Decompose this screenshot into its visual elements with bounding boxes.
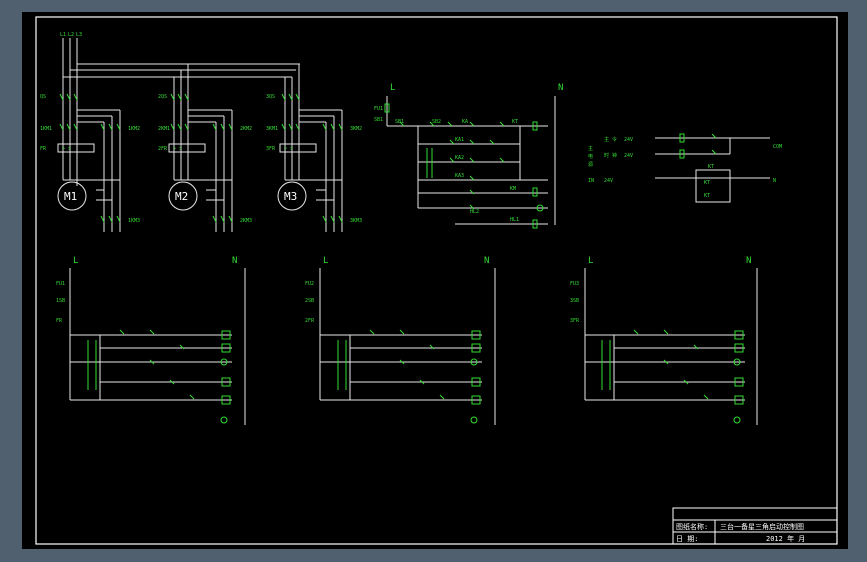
svg-text:COM: COM: [773, 144, 782, 150]
motor2-km2-label: 2KM2: [240, 126, 252, 132]
main-control-ka: KA: [462, 119, 468, 125]
sub2-fr: 2FR: [305, 318, 315, 324]
motor-m1-symbol: [57, 181, 87, 211]
svg-text:IN: IN: [588, 178, 594, 184]
sub-control-circuit-1: L N FU1 1SB FR: [56, 256, 246, 425]
main-control-ka1: KA1: [455, 137, 464, 143]
title-date-label: 日 期:: [676, 535, 698, 543]
main-control-ka3: KA3: [455, 173, 464, 179]
model-space: [22, 12, 848, 549]
sub2-n-label: N: [484, 256, 489, 266]
plc-row2-label: 时 钟: [604, 152, 617, 159]
svg-text:KT: KT: [704, 180, 710, 186]
main-control-kt: KT: [512, 119, 518, 125]
main-control-hl2: HL2: [470, 209, 479, 215]
motor-power-circuit: L1 L2 L3 QS 1KM1 1KM2 FR > >: [40, 32, 362, 232]
main-control-sb1: SB1: [374, 117, 383, 123]
svg-text:24V: 24V: [604, 178, 613, 184]
title-block: 图纸名称: 三台一备星三角启动控制图 日 期: 2012 年 月: [672, 507, 838, 545]
svg-text:KT: KT: [704, 193, 710, 199]
main-control-ka2: KA2: [455, 155, 464, 161]
motor2-fr-label: 2FR: [158, 146, 168, 152]
bus-label-l2: L2: [68, 32, 74, 38]
sub3-fr: 3FR: [570, 318, 580, 324]
plc-row2-value: 24V: [624, 153, 633, 159]
motor2-qs-label: 2QS: [158, 94, 167, 100]
svg-text:> >: > >: [173, 146, 182, 152]
main-control-km: KM: [510, 186, 516, 192]
main-control-circuit: L N FU1 SB1 SB1 SB2 KA KT KA1 KA2 KA3 KM…: [374, 83, 563, 229]
sub-control-circuit-3: L N FU3 3SB 3FR: [570, 256, 758, 425]
motor3-km1-label: 3KM1: [266, 126, 278, 132]
sub3-sb: 3SB: [570, 298, 579, 304]
motor-m3-symbol: [277, 181, 307, 211]
main-control-l-label: L: [390, 83, 395, 93]
motor1-overload-relay: [57, 143, 95, 153]
svg-text:源: 源: [588, 161, 593, 168]
plc-timer-box: [695, 169, 731, 203]
motor-group-m2: 2QS 2KM1 2KM2 2FR > > M2 2KM3: [158, 64, 252, 232]
bus-label-l1: L1: [60, 32, 66, 38]
plc-timer-label: KT: [708, 164, 714, 170]
svg-text:N: N: [773, 178, 776, 184]
plc-row1-value: 24V: [624, 137, 633, 143]
motor-m2-symbol: [168, 181, 198, 211]
sub2-sb: 2SB: [305, 298, 314, 304]
svg-text:主: 主: [588, 145, 593, 152]
sub1-l-label: L: [73, 256, 78, 266]
motor3-km2-label: 3KM2: [350, 126, 362, 132]
sub2-l-label: L: [323, 256, 328, 266]
sub1-n-label: N: [232, 256, 237, 266]
motor-group-m3: 3QS 3KM1 3KM2 3FR > > M3 3KM3: [266, 64, 362, 232]
plc-row1-label: 主 令: [604, 136, 617, 143]
motor2-overload-relay: [168, 143, 206, 153]
svg-text:> >: > >: [62, 146, 71, 152]
motor-m3-label: M3: [284, 190, 297, 203]
svg-text:电: 电: [588, 153, 593, 160]
sub2-fu: FU2: [305, 281, 314, 287]
title-date-value: 2012 年 月: [766, 534, 805, 543]
sub1-fr: FR: [56, 318, 63, 324]
svg-text:> >: > >: [284, 146, 293, 152]
motor3-fr-label: 3FR: [266, 146, 276, 152]
motor1-km1-label: 1KM1: [40, 126, 52, 132]
motor-m2-label: M2: [175, 190, 188, 203]
svg-text:SB1: SB1: [395, 119, 404, 125]
motor2-km1-label: 2KM1: [158, 126, 170, 132]
sub3-l-label: L: [588, 256, 593, 266]
sub3-fu: FU3: [570, 281, 579, 287]
sub-control-circuit-2: L N FU2 2SB 2FR: [305, 256, 496, 425]
bus-label-l3: L3: [76, 32, 82, 38]
motor-m1-label: M1: [64, 190, 77, 203]
title-name-label: 图纸名称:: [676, 522, 708, 531]
motor1-qs-label: QS: [40, 94, 46, 100]
sub3-n-label: N: [746, 256, 751, 266]
main-control-fu1: FU1: [374, 106, 383, 112]
title-name-value: 三台一备星三角启动控制图: [720, 522, 804, 531]
motor3-overload-relay: [279, 143, 317, 153]
motor3-qs-label: 3QS: [266, 94, 275, 100]
motor1-fr-label: FR: [40, 146, 47, 152]
main-control-hl1: HL1: [510, 217, 519, 223]
main-control-n-label: N: [558, 83, 563, 93]
motor1-km3-label: 1KM3: [128, 218, 140, 224]
drawing-border: [35, 16, 838, 545]
sub1-fu: FU1: [56, 281, 65, 287]
motor1-km2-label: 1KM2: [128, 126, 140, 132]
sub1-sb: 1SB: [56, 298, 65, 304]
motor3-km3-label: 3KM3: [350, 218, 362, 224]
main-control-sb2: SB2: [432, 119, 441, 125]
motor2-km3-label: 2KM3: [240, 218, 252, 224]
motor-group-m1: QS 1KM1 1KM2 FR > > M1 1KM3: [40, 77, 140, 232]
plc-input-block: 主 电 源 主 令 24V 时 钟 24V IN 24V KT KT KT CO…: [588, 133, 782, 203]
